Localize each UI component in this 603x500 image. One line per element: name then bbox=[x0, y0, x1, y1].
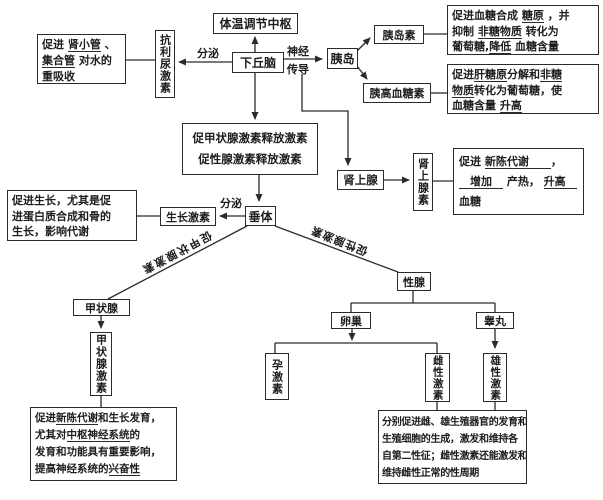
label-neural-conduction-1: 神经 bbox=[287, 45, 309, 58]
node-glucagon: 胰高血糖素 bbox=[363, 83, 431, 103]
node-androgen: 雄性激素 bbox=[483, 353, 507, 402]
effect-glucagon: 促进肝糖原分解和非糖物质转化为葡萄糖，使血糖含量 升高 bbox=[447, 64, 599, 114]
effect-adrenaline: 促进 新陈代谢 ， 增加 产热， 升高 血糖 bbox=[453, 148, 584, 215]
node-ovary: 卵巢 bbox=[331, 312, 371, 329]
node-growth-hormone: 生长激素 bbox=[160, 207, 216, 226]
node-releasing-hormones: 促甲状腺激素释放激素 促性腺激素释放激素 bbox=[182, 123, 318, 175]
effect-growth-hormone: 促进生长，尤其是促进蛋白质合成和骨的生长，影响代谢 bbox=[7, 190, 137, 241]
node-temperature-center: 体温调节中枢 bbox=[213, 13, 298, 34]
node-progesterone: 孕激素 bbox=[265, 353, 289, 400]
node-thyroid: 甲状腺 bbox=[73, 299, 130, 316]
node-estrogen: 雌性激素 bbox=[425, 353, 450, 402]
effect-sex-hormones: 分别促进雌、雄生殖器官的发育和生殖细胞的生成，激发和维持各自第二性征；雌性激素还… bbox=[378, 410, 528, 484]
effect-thyroid-hormone: 促进新陈代谢和生长发育，尤其对中枢神经系统的发育和功能具有重要影响，提高神经系统… bbox=[30, 407, 177, 481]
node-insulin: 胰岛素 bbox=[374, 25, 424, 44]
releasing-hormone-gnrh: 促性腺激素释放激素 bbox=[198, 152, 302, 166]
label-neural-conduction-2: 传导 bbox=[287, 63, 309, 76]
node-gonad: 性腺 bbox=[397, 272, 431, 291]
node-testis: 睾丸 bbox=[476, 312, 514, 329]
node-adrenaline: 肾上腺素 bbox=[413, 153, 433, 211]
node-thyroid-hormone: 甲状腺激素 bbox=[90, 332, 112, 396]
label-secrete-top: 分泌 bbox=[197, 47, 219, 60]
effect-adh: 促进 肾小管 、集合管 对水的重吸收 bbox=[37, 34, 126, 84]
releasing-hormone-trh: 促甲状腺激素释放激素 bbox=[192, 131, 308, 145]
node-adrenal-gland: 肾上腺 bbox=[337, 170, 384, 190]
node-pancreatic-islet: 胰岛 bbox=[327, 48, 358, 69]
node-hypothalamus: 下丘脑 bbox=[232, 52, 284, 73]
node-pituitary: 垂体 bbox=[245, 206, 276, 226]
effect-insulin: 促进血糖合成 糖原 ，并抑制 非糖物质 转化为葡萄糖,降低 血糖含量 bbox=[447, 5, 599, 55]
label-secrete-mid: 分泌 bbox=[220, 197, 242, 210]
node-antidiuretic-hormone: 抗利尿激素 bbox=[155, 30, 175, 98]
